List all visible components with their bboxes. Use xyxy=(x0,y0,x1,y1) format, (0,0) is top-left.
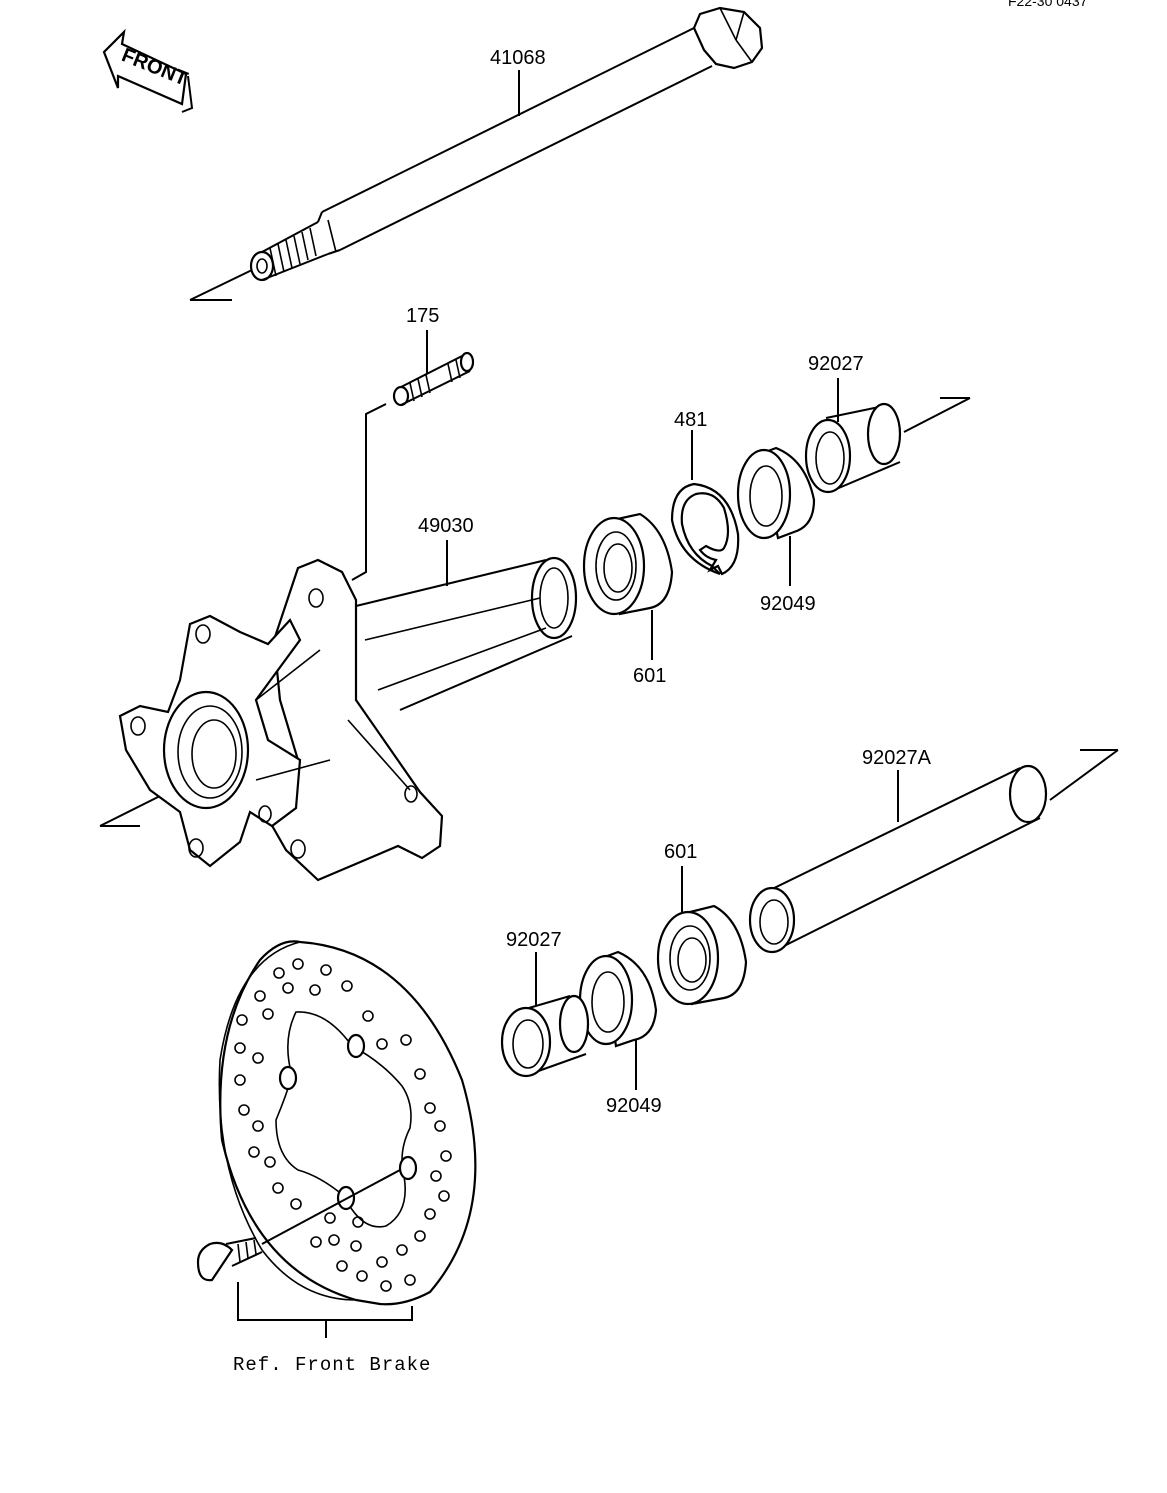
label-stud: 175 xyxy=(406,305,439,327)
bearing-top-part[interactable] xyxy=(582,512,674,616)
axle-part[interactable] xyxy=(189,6,764,301)
sheet-code: F22-30 0437 xyxy=(1008,0,1088,9)
label-axle: 41068 xyxy=(490,47,546,69)
label-spacer: 92027A xyxy=(862,747,932,769)
label-bearing-top: 601 xyxy=(633,665,666,687)
label-circlip: 481 xyxy=(674,409,707,431)
label-collar-bottom: 92027 xyxy=(506,929,562,951)
label-seal-bottom: 92049 xyxy=(606,1095,662,1117)
label-hub: 49030 xyxy=(418,515,474,537)
spacer-part[interactable] xyxy=(748,764,1048,954)
seal-bottom-part[interactable] xyxy=(578,950,658,1048)
stud-part[interactable] xyxy=(392,351,475,407)
seal-top-part[interactable] xyxy=(736,446,816,540)
front-arrow-icon: FRONT xyxy=(102,28,194,113)
bearing-bottom-part[interactable] xyxy=(656,904,748,1006)
reference-note: Ref. Front Brake xyxy=(233,1354,431,1376)
circlip-part[interactable] xyxy=(670,482,740,576)
label-bearing-bottom: 601 xyxy=(664,841,697,863)
collar-bottom-part[interactable] xyxy=(500,994,590,1078)
reference-bracket xyxy=(237,1282,413,1338)
label-seal-top: 92049 xyxy=(760,593,816,615)
collar-top-part[interactable] xyxy=(804,402,902,494)
hub-part[interactable] xyxy=(99,556,578,882)
label-collar-top: 92027 xyxy=(808,353,864,375)
screw-part[interactable] xyxy=(196,1237,263,1282)
brake-disc-part[interactable] xyxy=(218,940,477,1306)
